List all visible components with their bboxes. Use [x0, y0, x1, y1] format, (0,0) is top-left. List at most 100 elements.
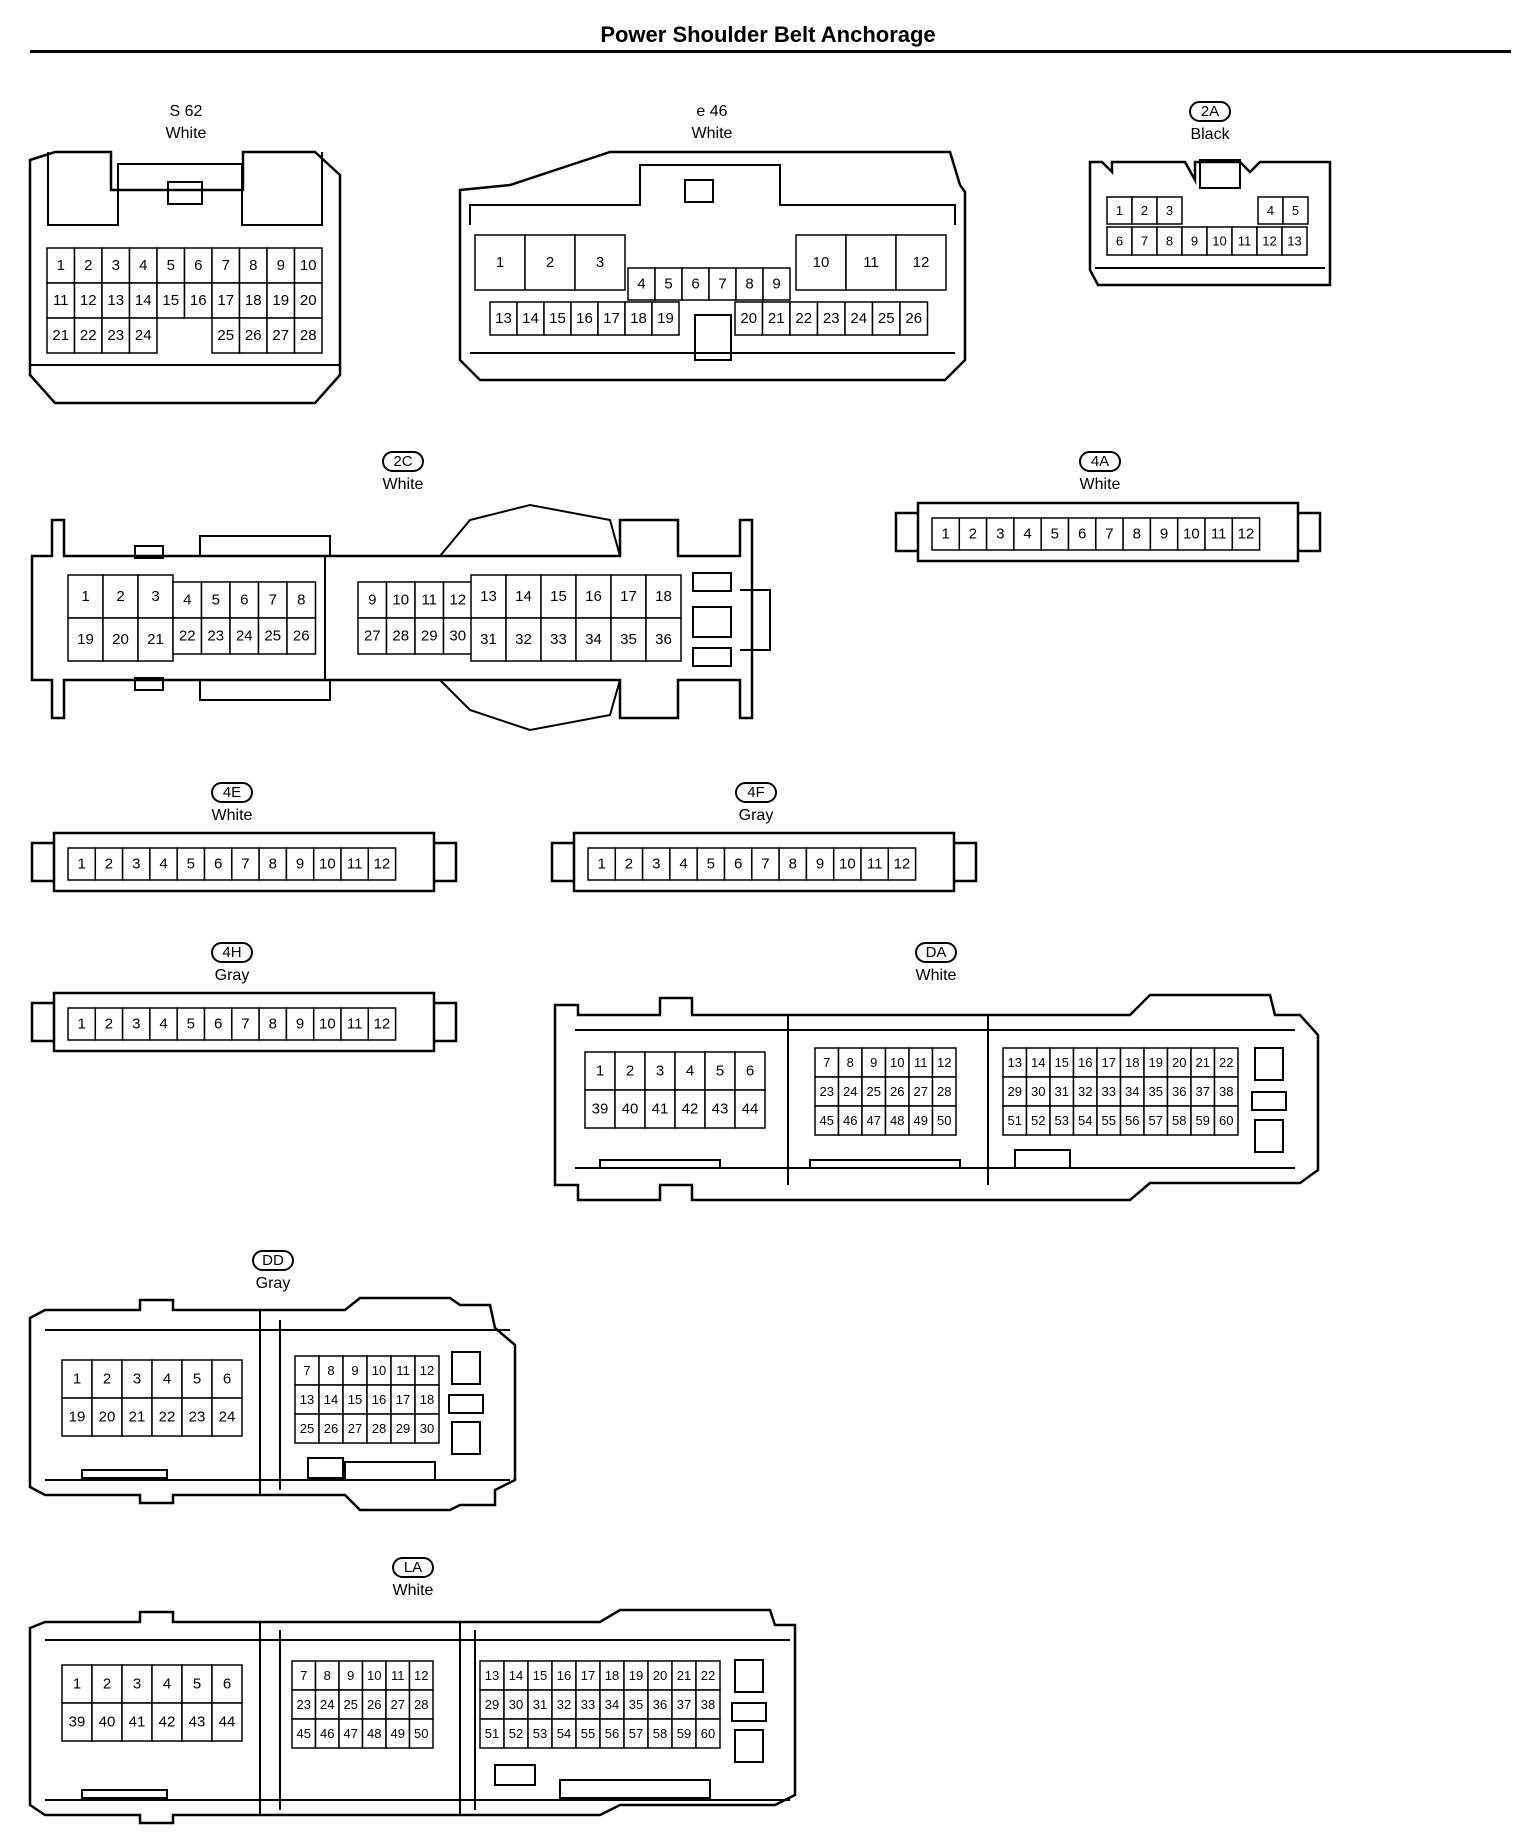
connector-2a-pin-label: 4: [1267, 203, 1274, 218]
connector-s62-pin-cell: [183, 282, 213, 319]
label-2a: 2A Black: [1150, 101, 1270, 144]
connector-e46-pin-label: 24: [850, 310, 867, 327]
connector-4f-pin-label: 5: [707, 856, 715, 873]
connector-da-pin-cell: [734, 1089, 766, 1129]
connector-s62-pin-label: 22: [80, 327, 97, 344]
title-rule: [30, 50, 1511, 53]
connector-dd-pin-label: 8: [327, 1363, 334, 1378]
connector-e46-pin-label: 18: [630, 310, 647, 327]
connector-la-pin-label: 25: [344, 1697, 358, 1712]
connector-2a-pin-label: 7: [1141, 234, 1148, 249]
label-dd: DD Gray: [213, 1250, 333, 1293]
label-dd-color: Gray: [255, 1275, 291, 1292]
connector-dd-pin-label: 9: [351, 1363, 358, 1378]
connector-4f-pin-label: 11: [867, 856, 883, 873]
connector-4f-pin-cell: [587, 847, 617, 881]
label-la-color: White: [392, 1582, 434, 1599]
connector-e46-pin-cell: [895, 234, 947, 291]
connector-4a-pin-label: 3: [996, 526, 1004, 543]
connector-da-pin-label: 28: [937, 1084, 951, 1099]
connector-e46-pin-label: 13: [495, 310, 512, 327]
connector-dd-pin-label: 19: [69, 1409, 86, 1426]
connector-2c-pin-label: 36: [655, 631, 672, 648]
connector-4h-pin-cell: [176, 1007, 206, 1041]
connector-la-pin-label: 46: [320, 1726, 334, 1741]
connector-da-pin-label: 9: [870, 1055, 877, 1070]
connector-4f-pin-label: 8: [789, 856, 797, 873]
connector-s62-pin-cell: [238, 282, 268, 319]
connector-2c-pin-label: 5: [212, 592, 220, 609]
connector-4e-pin-label: 3: [132, 856, 140, 873]
connector-4h-pin-label: 9: [296, 1016, 304, 1033]
connector-da-pin-label: 45: [820, 1113, 834, 1128]
connector-da-pin-label: 14: [1031, 1055, 1045, 1070]
connector-s62-pin-label: 13: [107, 292, 124, 309]
label-4e: 4E White: [172, 782, 292, 825]
connector-s62-pin-cell: [293, 317, 323, 354]
connector-da-pin-label: 21: [1196, 1055, 1210, 1070]
connector-4h-pin-label: 8: [269, 1016, 277, 1033]
connector-4a-pin-cell: [1149, 517, 1179, 551]
connector-4h-pin-cell: [367, 1007, 397, 1041]
connector-4e-pin-cell: [312, 847, 342, 881]
connector-s62-pin-label: 16: [190, 292, 207, 309]
connector-la-pin-cell: [503, 1718, 529, 1749]
connector-4a-pin-label: 6: [1078, 526, 1086, 543]
connector-dd-pin-cell: [414, 1355, 440, 1386]
connector-4e-pin-cell: [258, 847, 288, 881]
connector-e46-pin-label: 22: [795, 310, 812, 327]
connector-da-pin-label: 52: [1031, 1113, 1045, 1128]
connector-4f-pin-label: 9: [816, 856, 824, 873]
connector-4a-pin-label: 1: [941, 526, 949, 543]
connector-s62-pin-cell: [73, 317, 103, 354]
label-4e-code: 4E: [211, 782, 253, 803]
connector-2a-pin-label: 12: [1262, 234, 1276, 249]
connector-da-pin-label: 54: [1078, 1113, 1092, 1128]
connector-la-pin-label: 5: [193, 1676, 201, 1693]
connector-la-pin-cell: [575, 1718, 601, 1749]
connector-da-pin-label: 46: [843, 1113, 857, 1128]
connector-4e-pin-label: 6: [214, 856, 222, 873]
connector-2c-pin-label: 27: [364, 628, 381, 645]
connector-2c-pin-cell: [540, 617, 577, 662]
connector-dd-pin-label: 23: [189, 1409, 206, 1426]
connector-e46-pin-cell: [597, 301, 626, 336]
connector-da-pin-cell: [931, 1105, 957, 1136]
connector-2c-pin-label: 10: [392, 592, 409, 609]
connector-la-pin-label: 20: [653, 1668, 667, 1683]
connector-e46-pin-label: 21: [768, 310, 785, 327]
connector-la-pin-label: 48: [367, 1726, 381, 1741]
connector-la-pin-cell: [408, 1718, 434, 1749]
connector-2a-pin-cell: [1282, 196, 1309, 225]
label-4a-code: 4A: [1079, 451, 1121, 472]
connector-e46-pin-label: 2: [546, 254, 554, 271]
label-e46-code: e 46: [696, 103, 728, 120]
connector-4e-housing: [30, 831, 458, 893]
connector-4h-pin-label: 1: [77, 1016, 85, 1033]
connector-2c-pin-cell: [137, 617, 174, 662]
connector-da-pin-label: 30: [1031, 1084, 1045, 1099]
connector-s62-pin-cell: [128, 282, 158, 319]
connector-da-pin-label: 3: [656, 1063, 664, 1080]
connector-la-pin-cell: [695, 1689, 721, 1720]
connector-2c-pin-cell: [286, 581, 317, 619]
connector-la-pin-label: 32: [557, 1697, 571, 1712]
connector-s62-pin-cell: [128, 317, 158, 354]
connector-dd-pin-label: 29: [396, 1421, 410, 1436]
connector-2c-pin-label: 18: [655, 588, 672, 605]
connector-s62-pin-label: 2: [84, 257, 92, 274]
connector-e46-pin-cell: [489, 301, 518, 336]
connector-s62-housing: [28, 150, 342, 405]
connector-2a-pin-cell: [1231, 226, 1258, 256]
connector-s62-pin-label: 20: [300, 292, 317, 309]
connector-da-pin-label: 8: [847, 1055, 854, 1070]
connector-4h-pin-cell: [258, 1007, 288, 1041]
connector-dd-pin-label: 14: [324, 1392, 338, 1407]
connector-2c-pin-label: 25: [264, 628, 281, 645]
connector-la-pin-label: 22: [701, 1668, 715, 1683]
connector-da-pin-label: 26: [890, 1084, 904, 1099]
connector-da-pin-label: 6: [746, 1063, 754, 1080]
